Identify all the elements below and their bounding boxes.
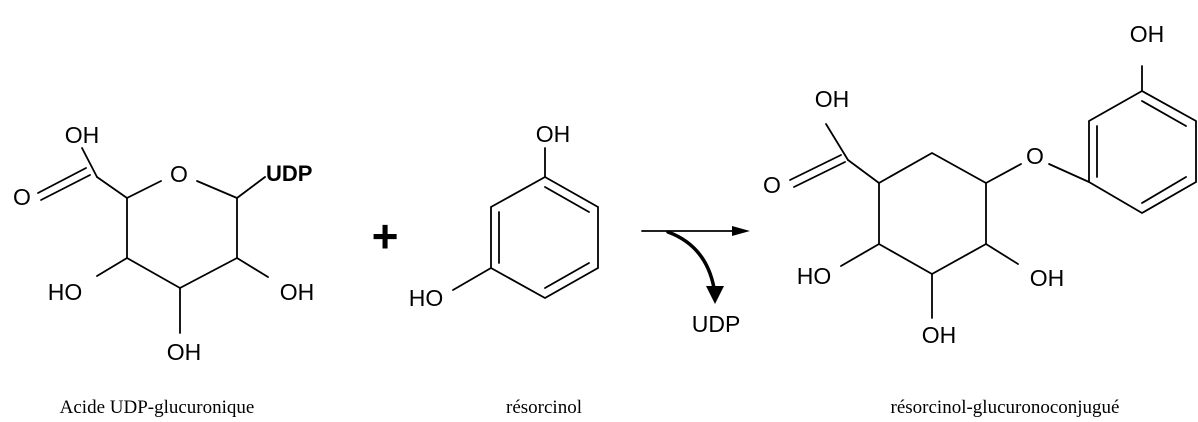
reactant2-ho-left: HO: [409, 285, 444, 311]
reactant1-udp-label: UDP: [266, 161, 312, 186]
byproduct-udp: UDP: [692, 311, 741, 337]
reactant1-carboxyl-oh: OH: [65, 122, 100, 148]
product-carboxyl-o: O: [763, 172, 781, 198]
product-phenol-oh: OH: [1130, 21, 1165, 47]
arrow-head-icon: [732, 226, 750, 236]
product-glucuronide: OH O O OH HO OH OH résorcinol-glucuronoc…: [763, 21, 1197, 418]
product-caption: résorcinol-glucuronoconjugué: [891, 397, 1120, 418]
product-oh-right: OH: [1030, 265, 1065, 291]
plus-sign: +: [372, 210, 399, 262]
reactant1-carboxyl-o: O: [13, 184, 31, 210]
product-oh-bottom: OH: [922, 322, 957, 348]
product-ho-left: HO: [797, 263, 832, 289]
reactant1-ring-o: O: [170, 161, 188, 187]
reaction-arrow: UDP: [641, 226, 750, 337]
product-ether-o: O: [1026, 143, 1044, 169]
reactant2-caption: résorcinol: [506, 397, 582, 418]
byproduct-arrow-head-icon: [706, 286, 724, 304]
byproduct-curved-arrow: [666, 230, 716, 290]
reactant1-ho-left: HO: [48, 279, 83, 305]
reactant-resorcinol: OH HO résorcinol: [409, 121, 599, 418]
reactant1-caption: Acide UDP-glucuronique: [60, 397, 255, 418]
product-bonds: [789, 65, 1197, 319]
product-carboxyl-oh: OH: [815, 86, 850, 112]
reactant2-oh-top: OH: [536, 121, 571, 147]
reactant1-oh-right: OH: [280, 279, 315, 305]
reactant2-bonds: [452, 147, 599, 300]
reactant1-bonds: [37, 147, 269, 334]
reactant1-oh-bottom: OH: [167, 339, 202, 365]
reactant-udp-glucuronic-acid: OH O O UDP HO OH OH Acide UDP-glucuroniq…: [13, 122, 314, 418]
